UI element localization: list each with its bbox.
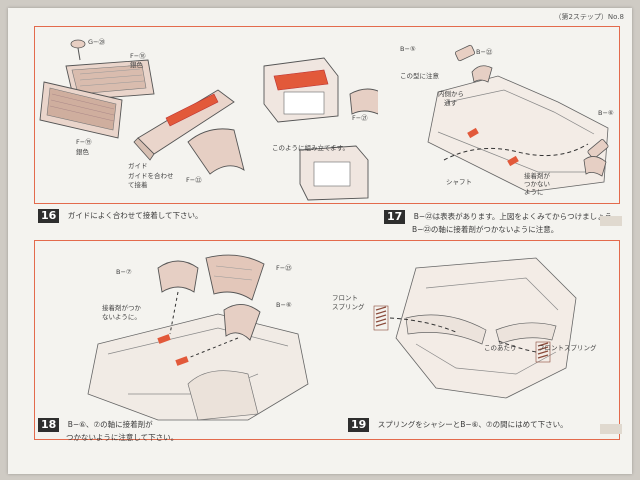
step17-text-1: B−㉒は表表があります。上図をよくみてからつけましょう。 [413, 212, 620, 221]
callout-guide-align-1: ガイドを合わせ [128, 172, 174, 180]
callout-glue-2: つかない [524, 180, 550, 188]
callout-glue18-2: ないように。 [102, 313, 141, 321]
step18-number: 18 [38, 418, 60, 432]
callout-mid: このあたり [484, 344, 517, 352]
callout-front-spring-r: フロントスプリング [538, 344, 597, 352]
step17-number: 17 [384, 210, 406, 224]
callout-glue-1: 接着剤が [524, 172, 550, 180]
callout-g20: G−⑳ [88, 38, 105, 46]
step17-illustration [427, 44, 609, 193]
callout-f23: F−㉓ [276, 264, 292, 272]
callout-front-spring-l2: スプリング [332, 303, 365, 311]
margin-tab-top [600, 216, 622, 226]
callout-inner-2: 通す [444, 99, 457, 107]
step16-caption: 16 ガイドによく合わせて接着して下さい。 [38, 209, 202, 223]
step18-text-2: つかないように注意して下さい。 [66, 433, 179, 442]
bottom-panel [34, 240, 620, 440]
callout-b5: B−⑤ [400, 45, 416, 53]
callout-f19: F−⑲ [76, 138, 92, 146]
step18-text-1: B−⑥、⑦の軸に接着剤が [67, 420, 153, 429]
step18-caption: 18 B−⑥、⑦の軸に接着剤が つかないように注意して下さい。 [38, 418, 178, 443]
callout-b7: B−⑦ [116, 268, 132, 276]
step19-caption: 19 スプリングをシャシーとB−⑥、⑦の間にはめて下さい。 [348, 418, 568, 432]
callout-front-spring-l1: フロント [332, 294, 358, 302]
step17-caption: 17 B−㉒は表表があります。上図をよくみてからつけましょう。 B−㉒の軸に接着… [384, 210, 619, 235]
callout-f18-color: 銀色 [130, 61, 143, 69]
step16-number: 16 [38, 209, 60, 223]
callout-guide: ガイド [128, 162, 148, 170]
callout-guide-align-2: て接着 [128, 181, 148, 189]
step18-illustration [87, 254, 309, 421]
step16-text: ガイドによく合わせて接着して下さい。 [67, 211, 203, 220]
callout-b6-18: B−⑥ [276, 301, 292, 309]
instruction-page: （第2ステップ）No.8 G−⑳ F−⑱ 銀色 F− [8, 8, 632, 474]
step16-illustration [39, 39, 378, 201]
step19-number: 19 [348, 418, 370, 432]
callout-inner-1: 内側から [438, 90, 464, 98]
callout-shaft: シャフト [446, 178, 472, 186]
callout-b22: B−㉒ [476, 48, 493, 56]
callout-b6: B−⑥ [598, 109, 614, 117]
step17-text-2: B−㉒の軸に接着剤がつかないように注意。 [412, 225, 559, 234]
callout-f19-color: 銀色 [76, 148, 89, 156]
margin-tab-bottom [600, 424, 622, 434]
step19-illustration [373, 257, 577, 399]
callout-assembled: このように組み立てます。 [272, 144, 350, 152]
step19-text: スプリングをシャシーとB−⑥、⑦の間にはめて下さい。 [377, 420, 568, 429]
page-number: （第2ステップ）No.8 [554, 13, 624, 21]
callout-f22: F−㉒ [186, 176, 202, 184]
top-panel [34, 26, 620, 204]
callout-glue-3: ように [524, 188, 544, 196]
callout-note: この型に注意 [400, 72, 439, 80]
callout-f18: F−⑱ [130, 52, 146, 60]
callout-glue18-1: 接着剤がつか [102, 304, 141, 312]
callout-f21: F−㉑ [352, 114, 368, 122]
